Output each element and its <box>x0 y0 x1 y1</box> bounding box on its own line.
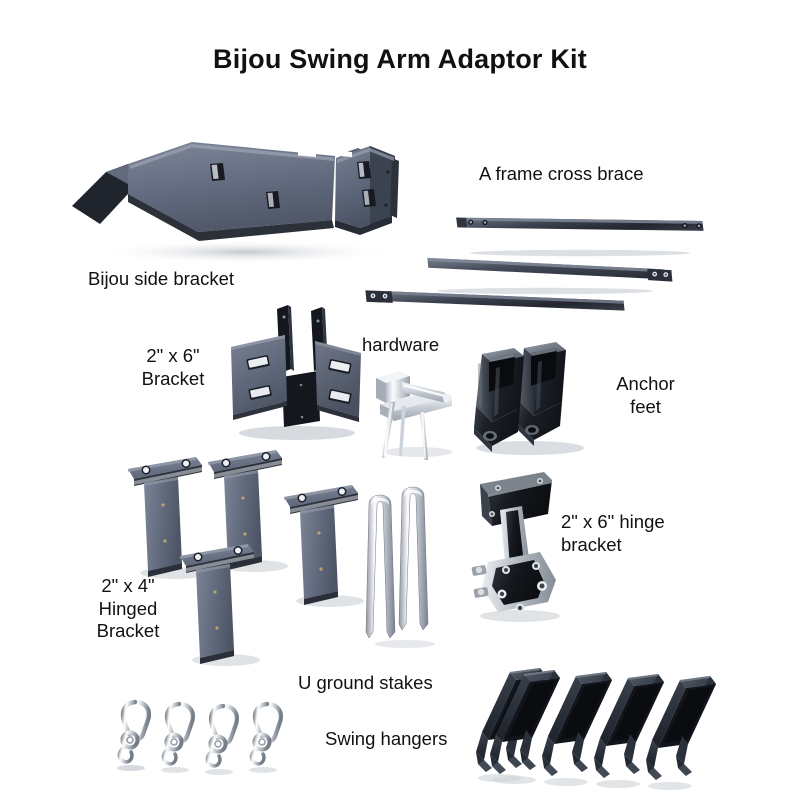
part-hinged-bracket-4 <box>282 483 382 613</box>
part-hanger-u-channels <box>476 668 723 793</box>
label-anchor-feet: Anchor feet <box>616 373 675 417</box>
part-anchor-feet <box>468 338 593 456</box>
part-swing-hangers <box>115 696 315 776</box>
part-hardware <box>372 360 464 460</box>
part-hinged-bracket-2 <box>206 448 306 578</box>
part-two-by-six-hinge-bracket <box>462 470 572 625</box>
label-swing-hangers: Swing hangers <box>325 728 448 749</box>
label-u-ground-stakes: U ground stakes <box>298 672 433 693</box>
part-hinged-bracket-3 <box>178 542 278 672</box>
page-title: Bijou Swing Arm Adaptor Kit <box>213 44 587 74</box>
part-a-frame-cross-brace <box>365 195 715 311</box>
label-two-by-six-hinge-bracket: 2" x 6" hinge bracket <box>561 511 665 555</box>
label-two-by-four-hinged-bracket: 2" x 4" Hinged Bracket <box>96 575 160 642</box>
label-two-by-six-bracket: 2" x 6" Bracket <box>141 345 205 389</box>
label-bijou-side-bracket: Bijou side bracket <box>88 268 235 289</box>
label-hardware: hardware <box>362 334 440 355</box>
part-two-by-six-bracket <box>225 305 365 445</box>
part-bijou-side-bracket <box>70 128 400 268</box>
part-u-ground-stakes <box>365 482 445 652</box>
label-a-frame-cross-brace: A frame cross brace <box>479 163 644 184</box>
